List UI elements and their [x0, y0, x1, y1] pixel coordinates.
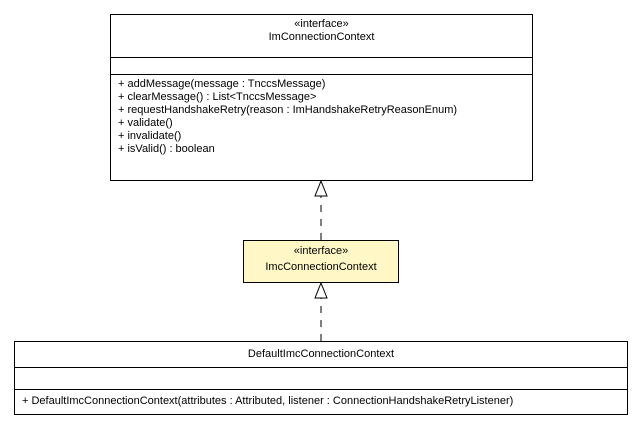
- method: + validate(): [118, 117, 173, 129]
- class-attributes-section: [15, 367, 627, 389]
- method: + invalidate(): [118, 130, 182, 142]
- method: + clearMessage() : List<TnccsMessage>: [118, 91, 317, 103]
- realization-default-to-imc: [314, 281, 328, 341]
- method: + addMessage(message : TnccsMessage): [118, 78, 326, 90]
- class-name: ImcConnectionContext: [265, 261, 377, 273]
- class-stereotype: «interface»: [294, 18, 349, 30]
- class-imc-connection-context[interactable]: «interface» ImcConnectionContext: [243, 240, 399, 283]
- class-name: DefaultImcConnectionContext: [247, 348, 395, 360]
- realization-imc-to-im: [314, 179, 328, 240]
- class-header: DefaultImcConnectionContext: [15, 342, 627, 367]
- class-methods-section: + DefaultImcConnectionContext(attributes…: [15, 389, 627, 411]
- class-header: «interface» ImConnectionContext: [111, 15, 532, 57]
- class-header: «interface» ImcConnectionContext: [244, 241, 398, 274]
- class-stereotype: «interface»: [293, 245, 349, 257]
- realization-arrowhead: [314, 179, 328, 197]
- class-methods-section: + addMessage(message : TnccsMessage) + c…: [111, 74, 532, 159]
- class-default-imc-connection-context[interactable]: DefaultImcConnectionContext + DefaultImc…: [14, 341, 628, 415]
- class-im-connection-context[interactable]: «interface» ImConnectionContext + addMes…: [110, 14, 533, 181]
- method: + isValid() : boolean: [118, 143, 215, 155]
- class-name: ImConnectionContext: [268, 31, 375, 43]
- method: + requestHandshakeRetry(reason : ImHands…: [118, 104, 458, 116]
- realization-arrowhead: [314, 281, 328, 299]
- method: + DefaultImcConnectionContext(attributes…: [22, 395, 514, 407]
- class-attributes-section: [111, 57, 532, 74]
